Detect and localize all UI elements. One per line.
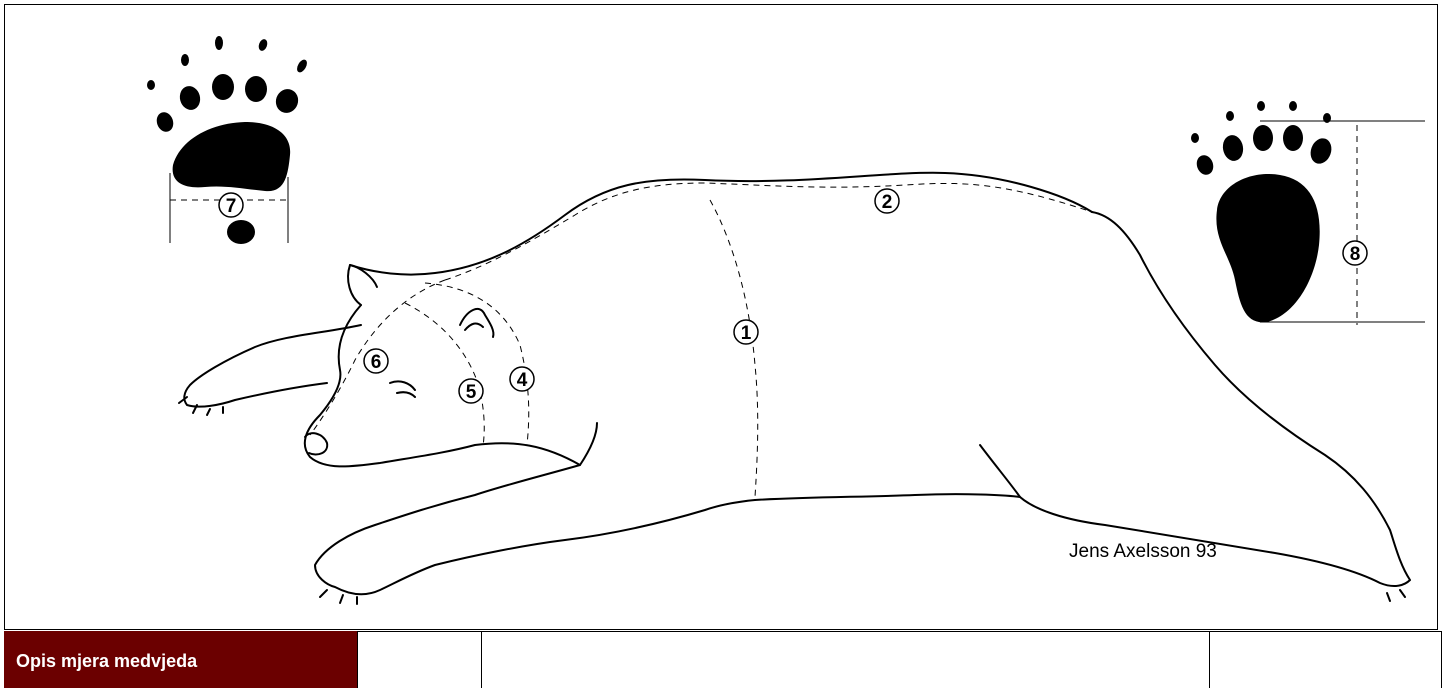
measure-markers: 1 2 4 5 6 7 8 — [219, 189, 1367, 403]
bear-front-leg-lower — [315, 465, 755, 594]
marker-8: 8 — [1343, 241, 1367, 265]
measure-line-4 — [425, 283, 529, 445]
figure-frame: 1 2 4 5 6 7 8 — [4, 4, 1438, 630]
svg-text:6: 6 — [371, 352, 382, 373]
bear-ear-right — [460, 309, 493, 337]
hind-paw-pad — [1216, 174, 1319, 322]
bear-measurement-diagram: 1 2 4 5 6 7 8 — [5, 5, 1439, 631]
bear-body-outline — [350, 173, 1092, 275]
bear-hind-claws — [1387, 590, 1405, 601]
marker-4: 4 — [510, 367, 534, 391]
bear-front-claws-lower — [320, 590, 357, 604]
table-title: Opis mjera medvjeda — [16, 651, 197, 672]
front-paw-pad — [173, 122, 291, 191]
marker-6: 6 — [364, 349, 388, 373]
table-cell-empty-2 — [481, 631, 1209, 688]
table-title-cell: Opis mjera medvjeda — [4, 631, 357, 688]
front-paw-heel — [227, 220, 255, 244]
bear-eye — [390, 381, 415, 397]
svg-text:1: 1 — [741, 323, 752, 344]
bear-belly — [755, 494, 1020, 500]
table-cell-empty-1 — [357, 631, 481, 688]
bear-hind-leg — [980, 212, 1410, 586]
bear-nose — [305, 433, 327, 454]
artist-signature: Jens Axelsson 93 — [1069, 541, 1217, 562]
table-cell-empty-3 — [1209, 631, 1442, 688]
description-table-row: Opis mjera medvjeda — [0, 631, 1446, 688]
svg-text:4: 4 — [517, 370, 528, 391]
svg-text:8: 8 — [1350, 244, 1361, 265]
svg-text:5: 5 — [466, 382, 477, 403]
marker-2: 2 — [875, 189, 899, 213]
measure-line-1 — [710, 200, 758, 497]
marker-7: 7 — [219, 193, 243, 217]
hind-paw-print — [1191, 101, 1335, 322]
marker-1: 1 — [734, 320, 758, 344]
bear-head-outline — [305, 305, 597, 466]
marker-5: 5 — [459, 379, 483, 403]
svg-text:2: 2 — [882, 192, 893, 213]
svg-text:7: 7 — [226, 196, 237, 217]
